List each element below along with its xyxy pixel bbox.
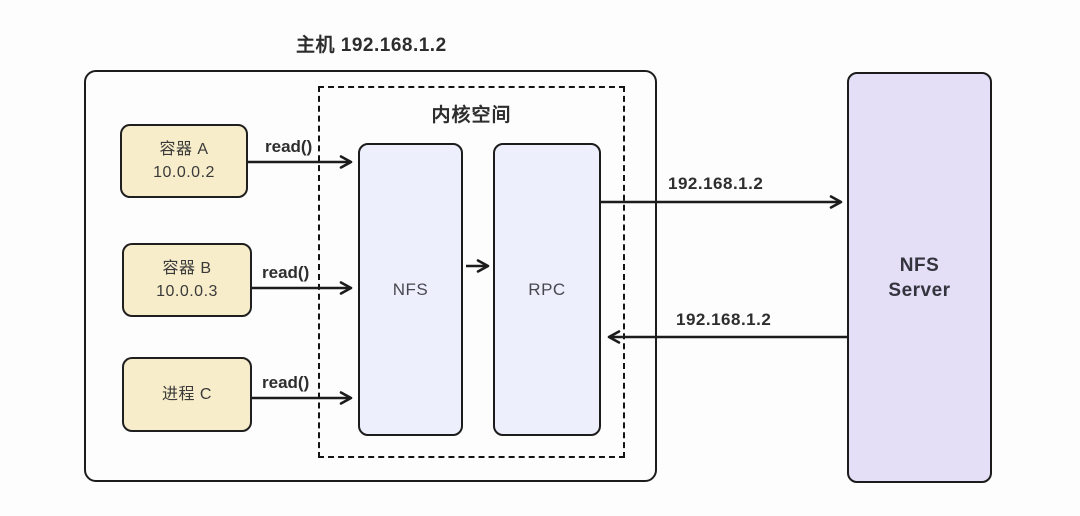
request-ip-label: 192.168.1.2	[668, 174, 764, 193]
container-b-box: 容器 B 10.0.0.3	[122, 243, 252, 317]
container-a-box: 容器 A 10.0.0.2	[120, 124, 248, 198]
process-c-label: 进程 C	[161, 386, 212, 403]
rpc-module-box: RPC	[493, 143, 601, 436]
container-b-label: 容器 B	[162, 260, 212, 277]
rpc-module-label: RPC	[528, 279, 566, 299]
kernel-space-box	[318, 86, 625, 458]
response-ip-label: 192.168.1.2	[676, 310, 772, 329]
nfs-server-label-line1: NFS	[899, 254, 940, 276]
nfs-server-label-line2: Server	[888, 279, 951, 301]
read-call-label-a: read()	[265, 137, 313, 156]
nfs-module-box: NFS	[358, 143, 463, 436]
host-box	[84, 70, 657, 482]
kernel-space-label: 内核空间	[431, 105, 512, 126]
host-title: 主机 192.168.1.2	[296, 35, 447, 56]
process-c-box: 进程 C	[122, 357, 252, 432]
read-call-label-b: read()	[262, 263, 310, 282]
container-a-ip: 10.0.0.2	[153, 164, 215, 181]
container-a-label: 容器 A	[159, 141, 209, 158]
read-call-label-c: read()	[262, 373, 310, 392]
nfs-server-box: NFS Server	[847, 72, 992, 483]
nfs-module-label: NFS	[392, 279, 429, 299]
container-b-ip: 10.0.0.3	[156, 283, 218, 300]
